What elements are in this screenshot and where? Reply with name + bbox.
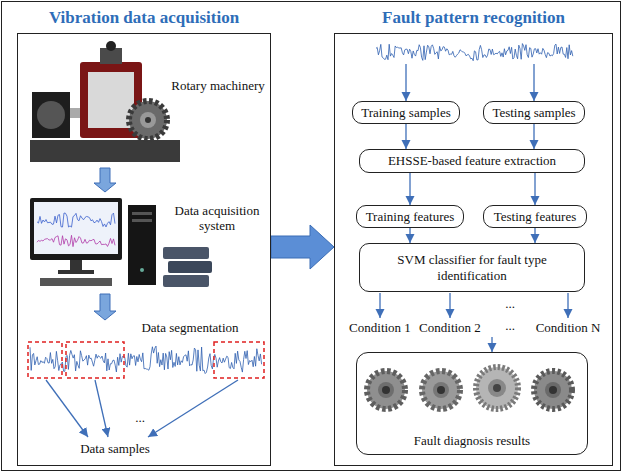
diagram-label: ... (135, 410, 145, 425)
box-label: SVM classifier for fault type identifica… (387, 252, 557, 284)
sample-arrows (46, 380, 238, 437)
process-box: Training samples (352, 101, 459, 124)
diagram-label: Condition N (536, 320, 601, 335)
input-signal (376, 44, 573, 61)
box-label: Testing samples (492, 105, 575, 121)
block-arrow (271, 225, 334, 269)
label-wrap: ... (505, 318, 515, 333)
label-wrap: ... (505, 296, 515, 311)
down-arrow (94, 294, 116, 320)
label-wrap: Rotary machinery (171, 78, 265, 93)
box-label: Fault diagnosis results (414, 433, 530, 449)
gear-photos (367, 367, 572, 409)
label-wrap: Data acquisition system (168, 203, 266, 233)
label-wrap: Condition 1 (349, 320, 411, 335)
flow-arrow (534, 228, 535, 243)
label-wrap: ... (135, 410, 145, 425)
label-wrap: Data samples (80, 441, 150, 456)
rotary-machine-photo (30, 41, 180, 162)
diagram-label: Rotary machinery (171, 78, 265, 93)
panel-heading: Vibration data acquisition (18, 8, 270, 28)
box-label: Training samples (361, 105, 450, 121)
box-label: Testing features (494, 209, 576, 225)
segmented-signal (28, 342, 264, 378)
label-wrap: Condition 2 (419, 320, 481, 335)
flow-arrow (533, 124, 534, 149)
flow-arrow (409, 228, 410, 243)
panel-frame: Fault pattern recognitionTraining sample… (334, 33, 613, 466)
process-box: Testing features (483, 205, 587, 228)
diagram-label: ... (505, 296, 515, 311)
diagram-label: Data samples (80, 441, 150, 456)
process-box: Fault diagnosis results (356, 352, 588, 455)
process-box: EHSSE-based feature extraction (359, 149, 585, 173)
diagram-label: Condition 1 (349, 320, 411, 335)
diagram-label: ... (505, 318, 515, 333)
diagram-label: Data segmentation (141, 320, 238, 335)
process-box: SVM classifier for fault type identifica… (359, 243, 585, 292)
flow-arrow (405, 124, 406, 149)
box-label: Training features (366, 209, 455, 225)
panel-frame: Vibration data acquisition (17, 33, 271, 466)
diagram-label: Data acquisition system (168, 203, 266, 233)
process-box: Training features (356, 205, 464, 228)
process-box: Testing samples (483, 101, 584, 124)
panel-heading: Fault pattern recognition (335, 8, 612, 28)
diagram-label: Condition 2 (419, 320, 481, 335)
flow-arrow (409, 173, 410, 205)
label-wrap: Data segmentation (141, 320, 238, 335)
box-label: EHSSE-based feature extraction (388, 153, 556, 169)
down-arrow (94, 168, 116, 192)
label-wrap: Condition N (536, 320, 601, 335)
flow-arrow (534, 173, 535, 205)
